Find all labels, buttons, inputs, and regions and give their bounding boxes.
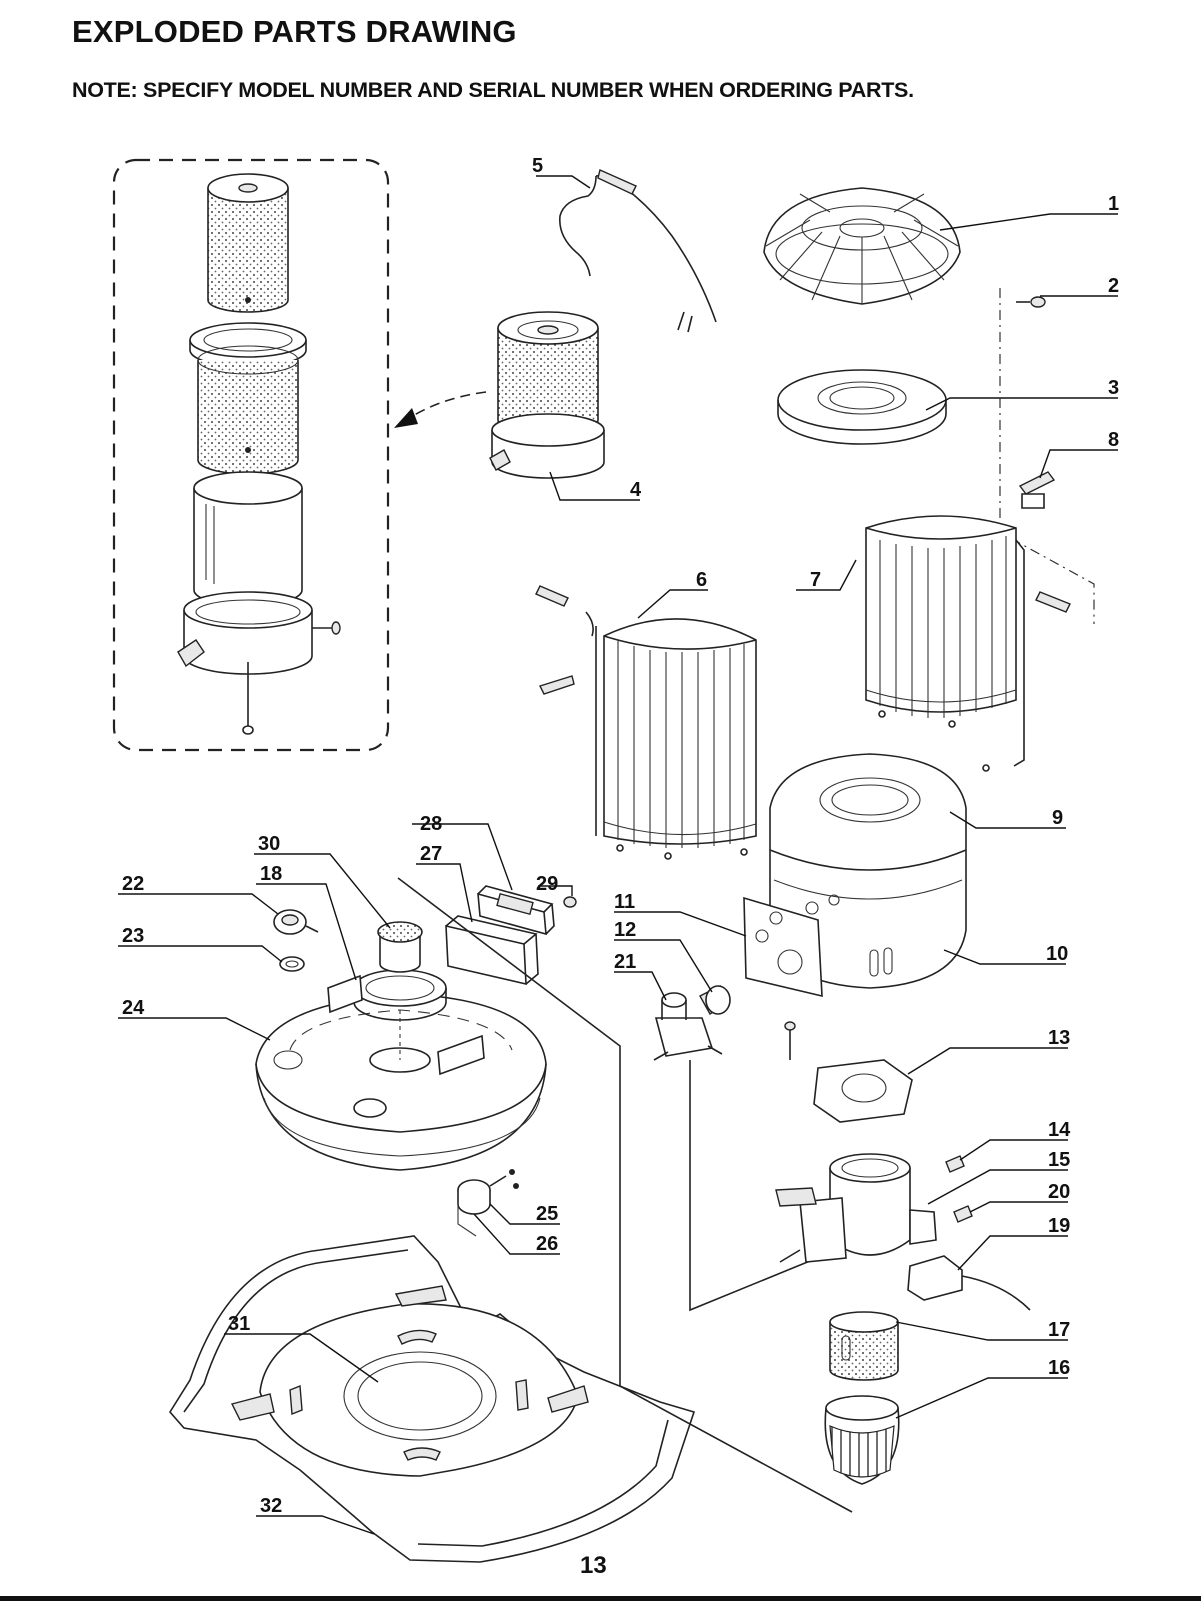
- parts-22-23-cap-gasket: [274, 910, 318, 971]
- callout-22: 22: [122, 873, 144, 895]
- callout-12: 12: [614, 919, 636, 941]
- callout-5: 5: [532, 155, 543, 177]
- part-7-rear-grille: [866, 516, 1070, 771]
- callout-1: 1: [1108, 193, 1119, 215]
- inner-flame-cylinder: [198, 360, 298, 474]
- callout-8: 8: [1108, 429, 1119, 451]
- burner-assembly-detail: [114, 160, 486, 750]
- callout-14: 14: [1048, 1119, 1071, 1141]
- part-31-base-plate: [232, 1286, 588, 1476]
- callout-25: 25: [536, 1203, 558, 1225]
- callout-30: 30: [258, 833, 280, 855]
- callout-29: 29: [536, 873, 558, 895]
- callout-16: 16: [1048, 1357, 1070, 1379]
- part-13-bracket: [785, 1022, 912, 1122]
- bottom-rule: [0, 1596, 1201, 1601]
- callout-13: 13: [1048, 1027, 1070, 1049]
- callout-2: 2: [1108, 275, 1119, 297]
- part-4-burner-unit: [490, 312, 604, 478]
- callout-27: 27: [420, 843, 442, 865]
- part-27-block: [446, 926, 526, 984]
- callout-23: 23: [122, 925, 144, 947]
- callout-15: 15: [1048, 1149, 1070, 1171]
- part-6-front-grille: [536, 586, 756, 859]
- callout-3: 3: [1108, 377, 1119, 399]
- callout-20: 20: [1048, 1181, 1070, 1203]
- callout-26: 26: [536, 1233, 558, 1255]
- parts-25-26-pump: [458, 1169, 519, 1236]
- part-29-screw: [564, 897, 576, 907]
- callout-7: 7: [810, 569, 821, 591]
- callout-21: 21: [614, 951, 636, 973]
- parts-14-20-tank-unit: [776, 1154, 1030, 1310]
- callout-24: 24: [122, 997, 145, 1019]
- callout-9: 9: [1052, 807, 1063, 829]
- callout-11: 11: [614, 891, 635, 913]
- callout-17: 17: [1048, 1319, 1070, 1341]
- callout-6: 6: [696, 569, 707, 591]
- parts-11-12-side-panel: [700, 898, 822, 1014]
- callout-28: 28: [420, 813, 442, 835]
- part-1-top-guard: [764, 188, 960, 304]
- callout-10: 10: [1046, 943, 1068, 965]
- part-3-top-plate: [778, 370, 946, 444]
- callout-4: 4: [630, 479, 642, 501]
- part-8-clip: [1020, 472, 1054, 508]
- callout-19: 19: [1048, 1215, 1070, 1237]
- callout-18: 18: [260, 863, 282, 885]
- part-16-strainer: [825, 1396, 899, 1484]
- callout-31: 31: [228, 1313, 250, 1335]
- part-2-screw: [1016, 297, 1045, 307]
- page-number: 13: [580, 1552, 607, 1580]
- callout-32: 32: [260, 1495, 282, 1517]
- part-18-ring: [354, 970, 446, 1006]
- part-5-handle-wire: [560, 170, 716, 332]
- glass-cylinder: [194, 488, 302, 606]
- part-17-filter: [830, 1312, 898, 1380]
- outer-flame-cylinder: [208, 188, 288, 312]
